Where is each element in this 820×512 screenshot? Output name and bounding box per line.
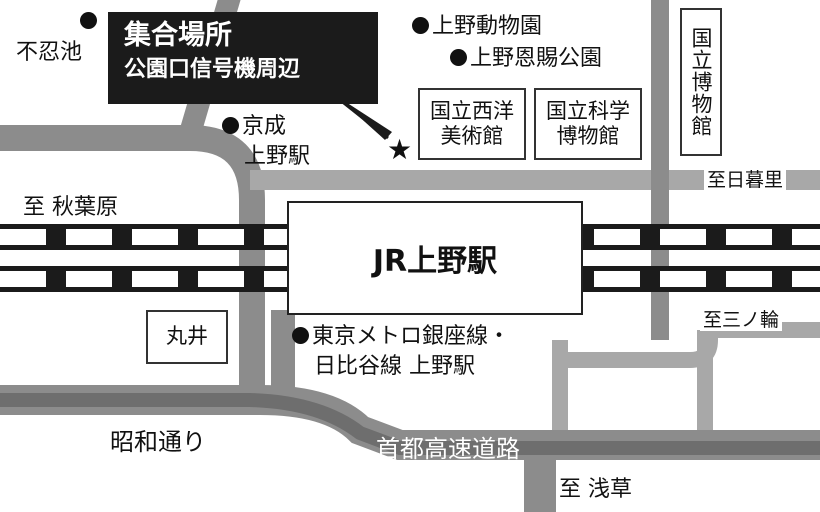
- jr-ueno-station: JR上野駅: [287, 201, 583, 315]
- showa-dori-label: 昭和通り: [110, 428, 206, 456]
- asakusa-direction: 至 浅草: [556, 478, 635, 502]
- science-line2: 博物館: [556, 124, 620, 148]
- black-circle-icon: [292, 327, 309, 344]
- metro-line1-text: 東京メトロ銀座線・: [312, 324, 511, 349]
- black-circle-icon: [80, 12, 97, 29]
- shinobazu-pond-text: 不忍池: [16, 40, 83, 65]
- marui-text: 丸井: [166, 324, 208, 349]
- black-circle-icon: [412, 17, 429, 34]
- shinobazu-pond-label: 不忍池: [16, 12, 97, 65]
- road-expressway: [0, 393, 820, 455]
- metro-line2-text: 日比谷線 上野駅: [314, 354, 475, 379]
- keisei-ueno-label: 京成: [222, 116, 286, 138]
- western-art-line1: 国立西洋: [430, 98, 514, 123]
- ueno-zoo-text: 上野動物園: [432, 14, 543, 39]
- metro-ueno-label: 東京メトロ銀座線・: [292, 326, 510, 348]
- star-icon: ★: [387, 133, 413, 166]
- onshi-park-text: 上野恩賜公園: [470, 46, 603, 71]
- black-circle-icon: [450, 49, 467, 66]
- expressway-label: 首都高速道路: [376, 435, 520, 463]
- meeting-place-callout: 集合場所 公園口信号機周辺: [108, 12, 378, 104]
- meeting-place-subtitle: 公園口信号機周辺: [124, 57, 301, 82]
- national-museum-box: 国立博物館: [680, 8, 722, 156]
- callout-pointer-tip: [335, 95, 392, 140]
- ueno-zoo-label: 上野動物園: [412, 16, 542, 38]
- keisei-ueno-station-text: 上野駅: [244, 144, 311, 169]
- keisei-line1-text: 京成: [242, 114, 287, 139]
- science-line1: 国立科学: [546, 98, 630, 123]
- akihabara-direction: 至 秋葉原: [20, 196, 121, 220]
- science-museum-box: 国立科学 博物館: [534, 88, 642, 160]
- nippori-direction: 至日暮里: [704, 170, 787, 191]
- western-art-museum-box: 国立西洋 美術館: [418, 88, 526, 160]
- black-circle-icon: [222, 117, 239, 134]
- western-art-line2: 美術館: [440, 124, 504, 148]
- meeting-place-title: 集合場所: [124, 20, 232, 51]
- road-lower-right: [555, 322, 820, 368]
- marui-box: 丸井: [146, 310, 228, 364]
- onshi-park-label: 上野恩賜公園: [450, 48, 602, 70]
- minowa-direction: 至三ノ輪: [700, 310, 783, 331]
- jr-ueno-station-name: JR上野駅: [372, 244, 498, 279]
